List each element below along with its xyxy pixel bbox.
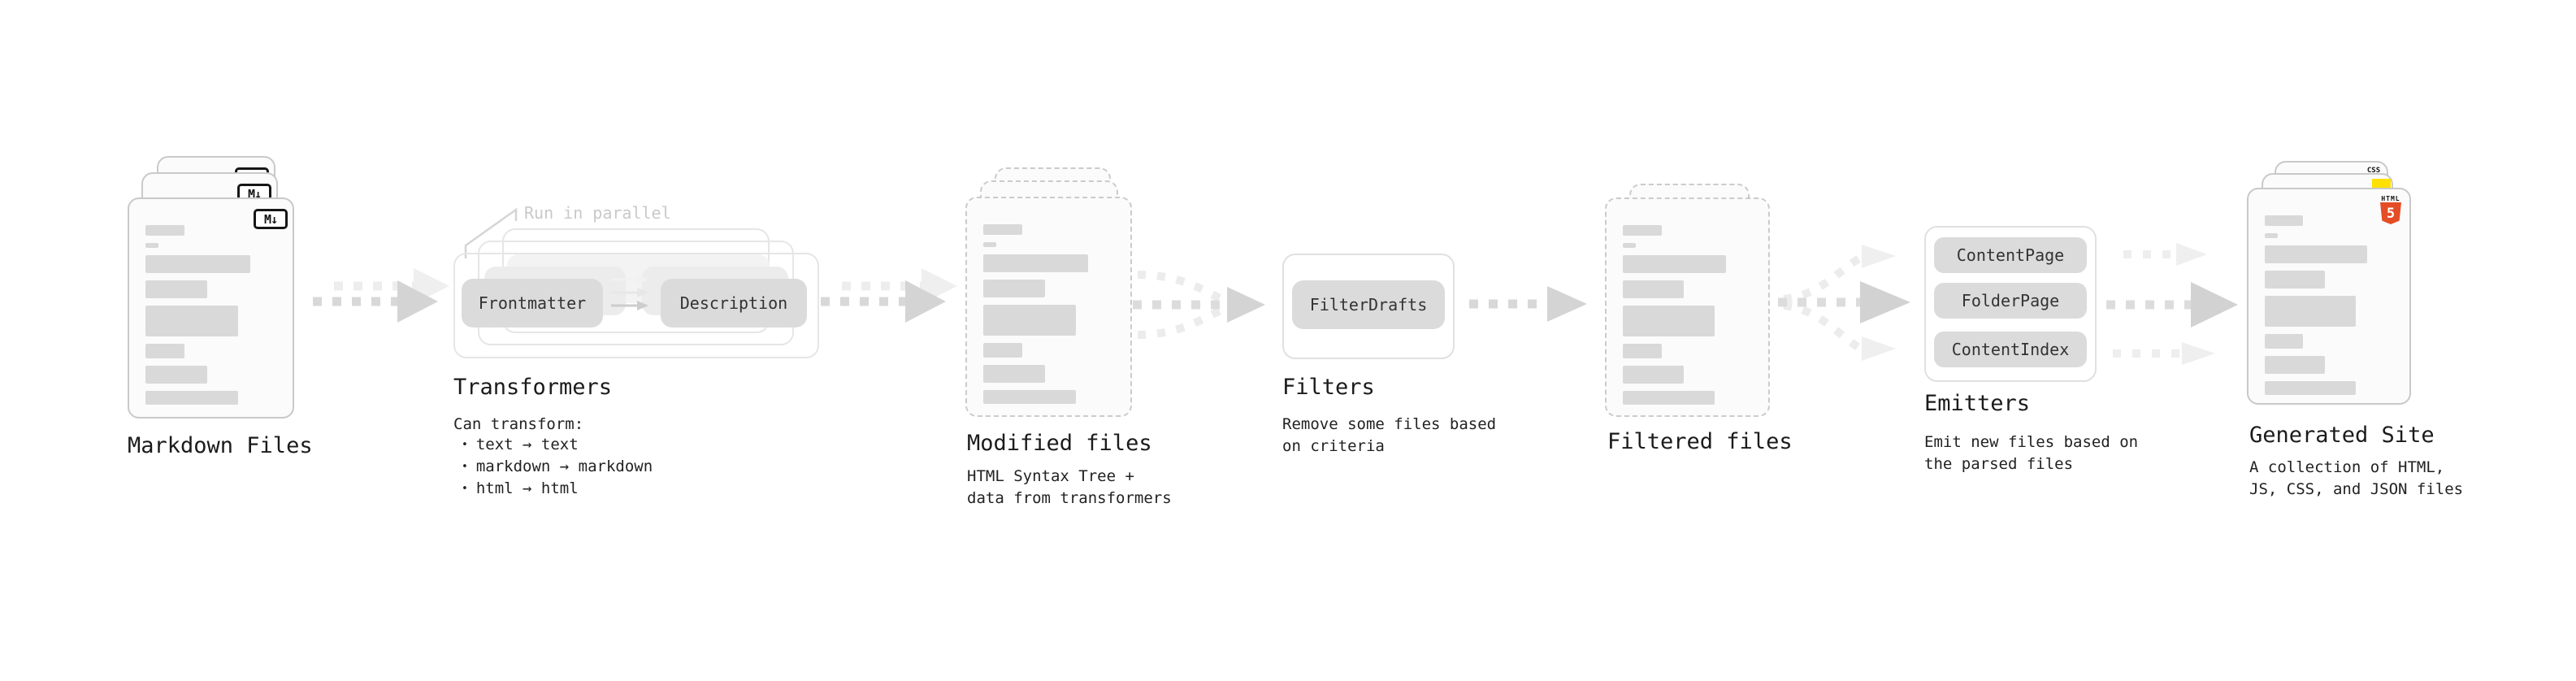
transformer-container [453, 253, 819, 358]
markdown-icon-label: M↓ [263, 211, 278, 227]
transform-bullet-3: • html → html [462, 479, 579, 497]
doc-line-bar [2265, 356, 2326, 374]
bullet-text: markdown → markdown [475, 458, 653, 475]
transform-flow-arrows-icon [611, 275, 648, 310]
bullet-text: html → html [475, 479, 579, 497]
desc-line: Remove some files based [1282, 415, 1497, 433]
html5-icon-word: HTML [2381, 195, 2400, 202]
doc-line-bar [983, 365, 1045, 383]
desc-line: Emit new files based on [1924, 433, 2139, 451]
html5-icon-shield: 5 [2380, 202, 2401, 224]
html5-icon: HTML 5 [2380, 195, 2401, 224]
markdown-file-doc: M↓ [128, 197, 294, 419]
emitters-desc: Emit new files based on the parsed files [1924, 432, 2138, 475]
arrow-split-filtered-to-emitters [1778, 245, 1910, 361]
bullet-dot: • [462, 439, 468, 451]
doc-line-bar [983, 280, 1045, 297]
transform-bullet-2: • markdown → markdown [462, 458, 653, 475]
doc-line-bar [2265, 334, 2304, 349]
modified-files-title: Modified files [967, 431, 1152, 456]
generated-site-desc: A collection of HTML, JS, CSS, and JSON … [2249, 457, 2463, 501]
doc-line-bar [145, 306, 239, 336]
doc-line-bar [2265, 215, 2304, 226]
filtered-files-title: Filtered files [1607, 429, 1793, 454]
markdown-files-title: Markdown Files [128, 433, 313, 458]
desc-line: A collection of HTML, [2249, 458, 2445, 476]
doc-line-bar [1623, 243, 1636, 248]
node-description: Description [661, 279, 807, 327]
html5-icon-numeral: 5 [2386, 205, 2396, 222]
emitters-title: Emitters [1924, 391, 2031, 416]
bullet-dot: • [462, 483, 468, 495]
doc-line-bar [1623, 255, 1727, 273]
doc-line-bar [1623, 366, 1684, 384]
filtered-file-doc [1605, 197, 1770, 417]
doc-line-bar [1623, 225, 1662, 236]
modified-file-doc [965, 197, 1132, 417]
doc-line-bar [983, 305, 1077, 336]
annotation-leader-line [464, 207, 518, 258]
doc-line-bar [983, 254, 1088, 272]
desc-line: the parsed files [1924, 455, 2074, 473]
doc-line-bar [145, 225, 185, 236]
filters-desc: Remove some files based on criteria [1282, 414, 1496, 458]
doc-line-bar [2265, 271, 2326, 288]
doc-line-bar [1623, 306, 1715, 336]
node-contentpage: ContentPage [1934, 237, 2087, 273]
desc-line: Can transform: [453, 415, 584, 433]
arrow-transformers-to-modified [821, 268, 957, 323]
generated-site-title: Generated Site [2249, 423, 2435, 448]
desc-line: JS, CSS, and JSON files [2249, 480, 2464, 498]
doc-line-bar [145, 255, 250, 273]
arrow-markdown-to-transformers [313, 268, 449, 323]
node-folderpage: FolderPage [1934, 283, 2087, 319]
doc-line-bar [983, 224, 1023, 235]
doc-line-bar [145, 243, 159, 248]
doc-line-bar [145, 344, 185, 358]
node-filterdrafts: FilterDrafts [1292, 280, 1445, 329]
markdown-icon: M↓ [254, 209, 288, 229]
doc-line-bar [2265, 381, 2357, 395]
arrow-filters-to-filtered [1469, 286, 1587, 322]
doc-line-bar [2265, 233, 2278, 238]
bullet-dot: • [462, 461, 468, 473]
run-in-parallel-annotation: Run in parallel [524, 203, 671, 223]
doc-line-bar [2265, 296, 2357, 327]
desc-line: on criteria [1282, 437, 1385, 455]
doc-line-bar [983, 343, 1023, 358]
generated-site-doc: HTML 5 [2247, 188, 2411, 405]
node-contentindex: ContentIndex [1934, 332, 2087, 367]
bullet-text: text → text [475, 436, 579, 453]
transformers-desc-title: Can transform: [453, 414, 583, 436]
modified-files-desc: HTML Syntax Tree + data from transformer… [967, 466, 1172, 510]
doc-line-bar [145, 280, 207, 298]
transform-bullet-1: • text → text [462, 436, 579, 453]
css-icon-label: CSS [2366, 167, 2381, 175]
js-icon [2372, 179, 2391, 189]
arrow-merge-modified-to-filters [1133, 271, 1265, 339]
doc-line-bar [1623, 391, 1715, 405]
filters-title: Filters [1282, 375, 1375, 400]
doc-line-bar [983, 242, 997, 247]
desc-line: data from transformers [967, 489, 1172, 507]
node-frontmatter: Frontmatter [462, 279, 603, 327]
doc-line-bar [2265, 245, 2368, 263]
doc-line-bar [1623, 344, 1662, 358]
doc-line-bar [1623, 280, 1684, 298]
doc-line-bar [145, 391, 239, 405]
transformers-title: Transformers [453, 375, 613, 400]
doc-line-bar [145, 366, 207, 384]
desc-line: HTML Syntax Tree + [967, 467, 1134, 485]
arrows-emitters-to-site [2106, 243, 2238, 365]
doc-line-bar [983, 390, 1077, 404]
